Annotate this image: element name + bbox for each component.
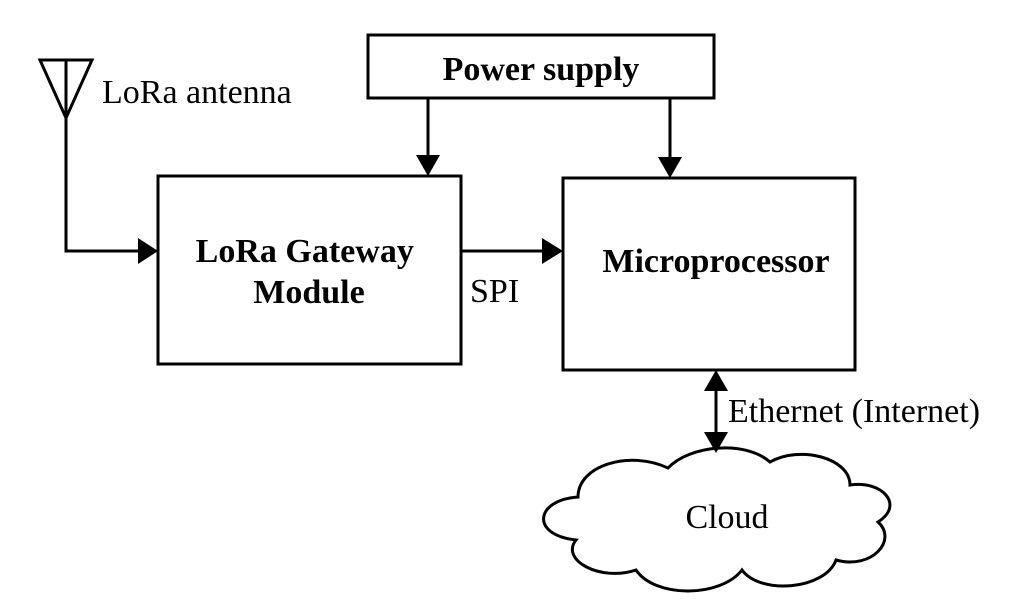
power-supply-label: Power supply xyxy=(443,51,640,88)
ethernet-arrowhead-up xyxy=(704,370,728,391)
antenna-feed-arrowhead xyxy=(138,238,158,264)
microprocessor-box xyxy=(561,176,857,372)
antenna-icon xyxy=(37,58,95,122)
power-to-gateway-arrowhead xyxy=(416,155,440,176)
cloud-icon xyxy=(542,446,892,593)
power-to-microprocessor-arrowhead xyxy=(658,157,682,178)
gateway-module-box xyxy=(156,174,463,366)
gateway-module-label-line2: Module xyxy=(253,274,364,311)
gateway-module-label-line1: LoRa Gateway xyxy=(196,233,414,270)
spi-label: SPI xyxy=(470,273,519,310)
ethernet-label: Ethernet (Internet) xyxy=(728,393,980,430)
ethernet-arrowhead-down xyxy=(704,432,728,453)
cloud-label: Cloud xyxy=(685,499,768,536)
antenna-feed-line xyxy=(64,118,140,253)
microprocessor-label: Microprocessor xyxy=(602,243,829,280)
spi-arrowhead xyxy=(542,238,563,264)
antenna-label: LoRa antenna xyxy=(102,74,292,111)
power-supply-box xyxy=(366,33,716,100)
gateway-module-label: LoRa Gateway Module xyxy=(196,233,423,311)
